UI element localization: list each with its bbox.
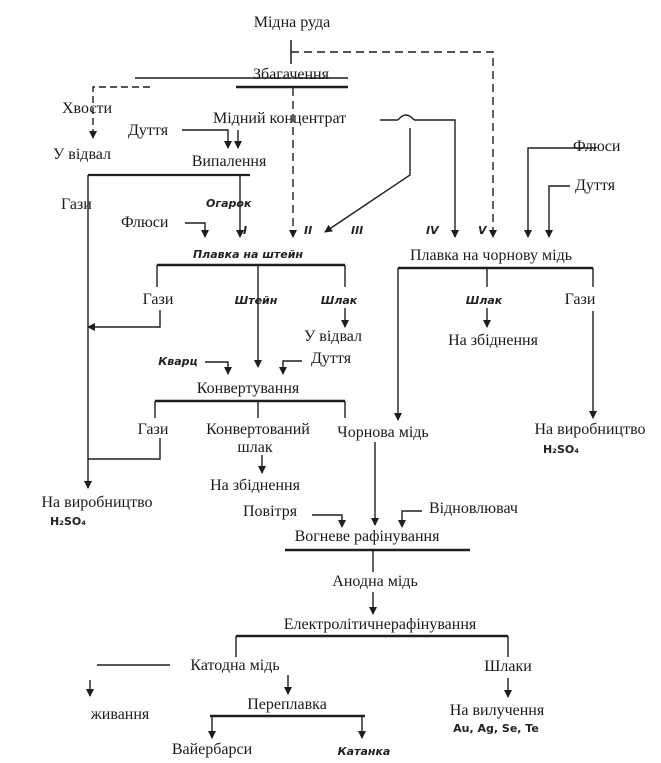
fire-refining-label: Вогневе рафінування bbox=[294, 528, 440, 545]
converting-label: Конвертування bbox=[196, 380, 300, 397]
blister-smelting-label: Плавка на чорнову мідь bbox=[409, 247, 573, 264]
route-numeral: V bbox=[478, 224, 487, 237]
matte-smelting-label: Плавка на штейн bbox=[192, 248, 304, 261]
slimes-label: Шлаки bbox=[484, 658, 532, 675]
quartz-label: Кварц bbox=[158, 355, 198, 368]
cathode-copper-label: Катодна мідь bbox=[190, 657, 280, 674]
route-numeral: IV bbox=[426, 224, 439, 237]
to-depletion-label: На збіднення bbox=[448, 332, 538, 349]
gases-label: Гази bbox=[564, 291, 596, 308]
h2so4-label: H₂SO₄ bbox=[49, 515, 87, 528]
route-numeral: I bbox=[243, 224, 248, 237]
wirebars-label: Вайербарси bbox=[171, 741, 253, 758]
converter-slag-label: шлак bbox=[237, 439, 273, 456]
gases-label: Гази bbox=[137, 421, 169, 438]
gases-label: Гази bbox=[142, 291, 174, 308]
fluxes-label: Флюси bbox=[573, 138, 621, 155]
to-depletion-label: На збіднення bbox=[210, 477, 300, 494]
blast-label: Дуття bbox=[575, 177, 616, 194]
h2so4-label: H₂SO₄ bbox=[542, 443, 580, 456]
converter-slag-label: Конвертований bbox=[206, 421, 310, 438]
to-h2so4-label: На виробництво bbox=[534, 421, 646, 438]
electrolytic-refining-label: Електролітичнерафінування bbox=[283, 616, 477, 633]
enrichment-label: Збагачення bbox=[253, 66, 329, 83]
cinder-label: Огарок bbox=[206, 197, 252, 210]
blast-label: Дуття bbox=[128, 122, 169, 139]
to-dump-label: У відвал bbox=[52, 146, 112, 163]
precious-metals-label: Au, Ag, Se, Te bbox=[453, 722, 539, 735]
air-label: Повітря bbox=[243, 503, 298, 520]
copper-ore-label: Мідна руда bbox=[253, 14, 331, 31]
blast-label: Дуття bbox=[311, 350, 352, 367]
anode-copper-label: Анодна мідь bbox=[332, 573, 418, 590]
rod-label: Катанка bbox=[337, 745, 391, 758]
route-numeral: II bbox=[304, 224, 313, 237]
to-h2so4-label: На виробництво bbox=[41, 494, 153, 511]
fluxes-label: Флюси bbox=[121, 214, 169, 231]
extraction-label: На вилучення bbox=[449, 702, 545, 719]
slag-label: Шлак bbox=[320, 294, 358, 307]
to-dump-label: У відвал bbox=[303, 328, 363, 345]
slag-label: Шлак bbox=[465, 294, 503, 307]
gases-label: Гази bbox=[61, 196, 92, 213]
remelting-label: Переплавка bbox=[247, 696, 327, 713]
consumption-label: живання bbox=[90, 706, 150, 723]
route-numeral: III bbox=[351, 224, 364, 237]
blister-copper-label: Чорнова мідь bbox=[337, 424, 429, 441]
roasting-label: Випалення bbox=[191, 153, 267, 170]
reducer-label: Відновлювач bbox=[429, 500, 518, 517]
copper-concentrate-label: Мідний концентрат bbox=[213, 110, 347, 127]
tailings-label: Хвости bbox=[61, 100, 113, 117]
matte-label: Штейн bbox=[234, 294, 278, 307]
